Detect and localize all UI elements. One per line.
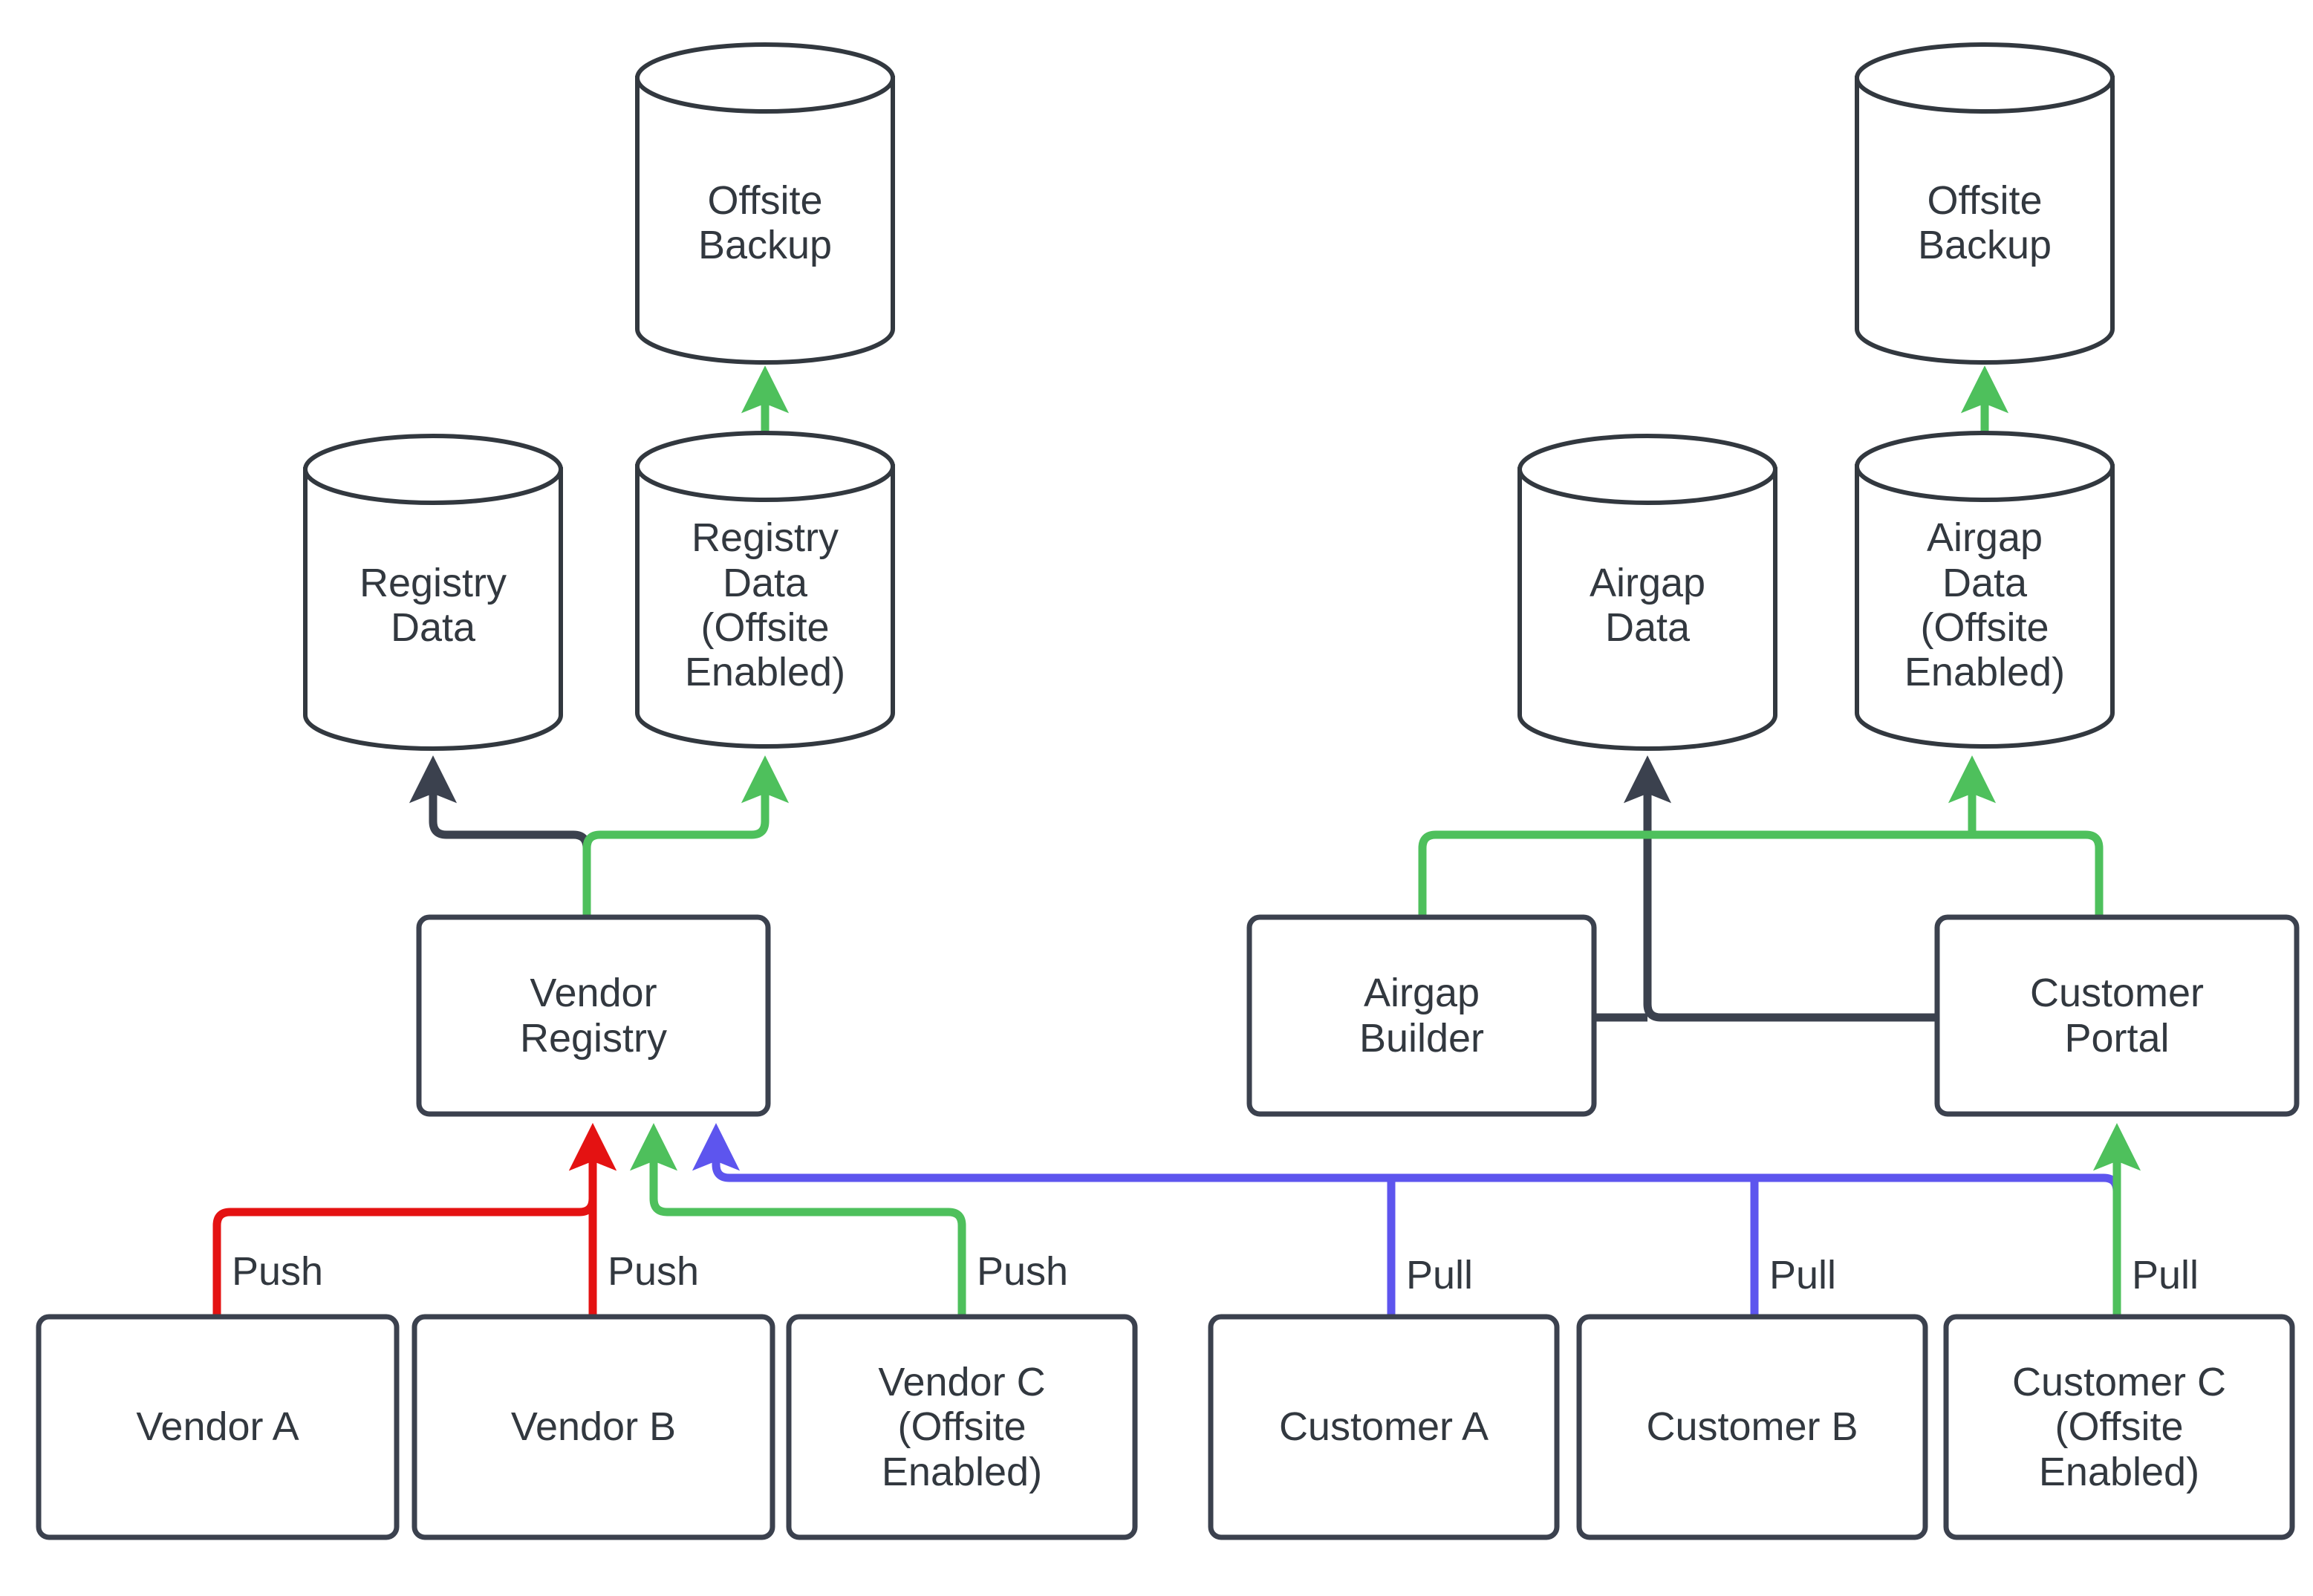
node-vendor-a[interactable] — [36, 1314, 400, 1540]
edge-label-pull-customer-b: Pull — [1769, 1253, 1837, 1297]
edge-label-push-vendor-a: Push — [232, 1249, 324, 1294]
edge-label-pull-customer-a: Pull — [1406, 1253, 1474, 1297]
edge-registry-to-registrydata — [409, 755, 591, 917]
edge-registry-to-registrydata-offsite — [582, 755, 790, 917]
node-offsite-backup-left[interactable] — [635, 42, 895, 365]
edge-portal-to-airgapdata — [1623, 755, 1937, 1022]
node-airgap-data[interactable] — [1517, 434, 1777, 751]
node-vendor-c[interactable] — [786, 1314, 1138, 1540]
edge-label-push-vendor-c: Push — [977, 1249, 1069, 1294]
node-vendor-b[interactable] — [411, 1314, 775, 1540]
node-offsite-backup-right[interactable] — [1855, 42, 2115, 365]
node-customer-c[interactable] — [1943, 1314, 2295, 1540]
edge-airgapbuilder-to-airgapdata-offsite — [1418, 830, 2104, 917]
node-customer-b[interactable] — [1576, 1314, 1928, 1540]
node-vendor-registry[interactable] — [416, 914, 771, 1117]
edge-vendor-c-push — [629, 1123, 966, 1317]
edge-label-pull-customer-c: Pull — [2132, 1253, 2199, 1297]
node-airgap-builder[interactable] — [1246, 914, 1597, 1117]
edge-label-push-vendor-b: Push — [608, 1249, 700, 1294]
node-registry-data[interactable] — [303, 434, 563, 751]
node-registry-data-offsite[interactable] — [635, 431, 895, 749]
node-customer-a[interactable] — [1208, 1314, 1560, 1540]
node-customer-portal[interactable] — [1934, 914, 2300, 1117]
node-airgap-data-offsite[interactable] — [1855, 431, 2115, 749]
